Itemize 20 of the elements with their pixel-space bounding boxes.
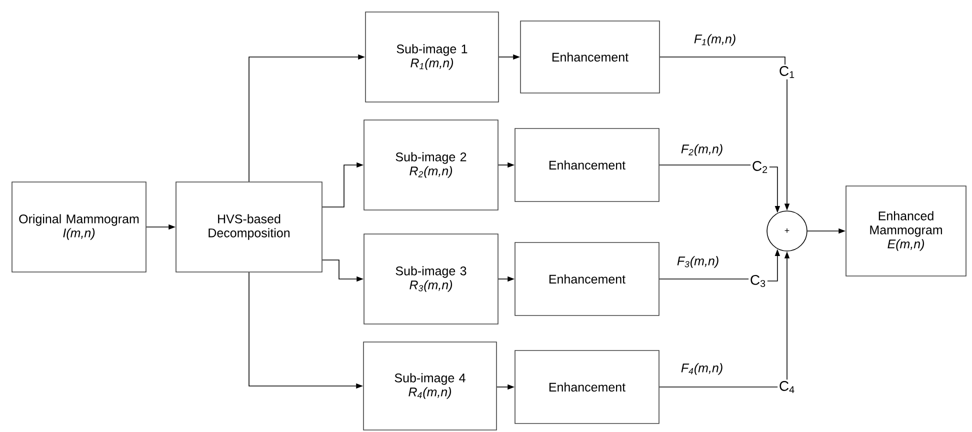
process-box: Enhancement [514,350,660,424]
process-box: Enhancement [514,128,660,202]
gain-label: C$_{3}$ [750,274,766,288]
process-box: Sub-image 4 R$_{4}$(m,n) [363,342,497,430]
summing-junction: + [766,210,808,252]
gain-label: C$_{1}$ [780,66,794,78]
process-box: Original Mammogram I(m,n) [12,182,146,272]
edge-label: F$_{3}$(m,n) [676,255,720,269]
gain-label: C$_{4}$ [780,381,794,393]
process-box: Sub-image 1 R$_{1}$(m,n) [365,12,499,102]
process-box: HVS-based Decomposition [176,182,322,272]
edge-label: F$_{4}$(m,n) [680,362,724,376]
process-box: Enhanced Mammogram E(m,n) [846,186,966,276]
edge-label: F$_{1}$(m,n) [692,33,738,47]
process-box: Enhancement [514,242,660,316]
process-box: Enhancement [520,20,660,94]
process-box: Sub-image 2 R$_{2}$(m,n) [364,120,498,210]
process-box: Sub-image 3 R$_{3}$(m,n) [364,234,498,324]
gain-label: C$_{2}$ [752,161,768,173]
edge-label: F$_{2}$(m,n) [680,143,724,157]
